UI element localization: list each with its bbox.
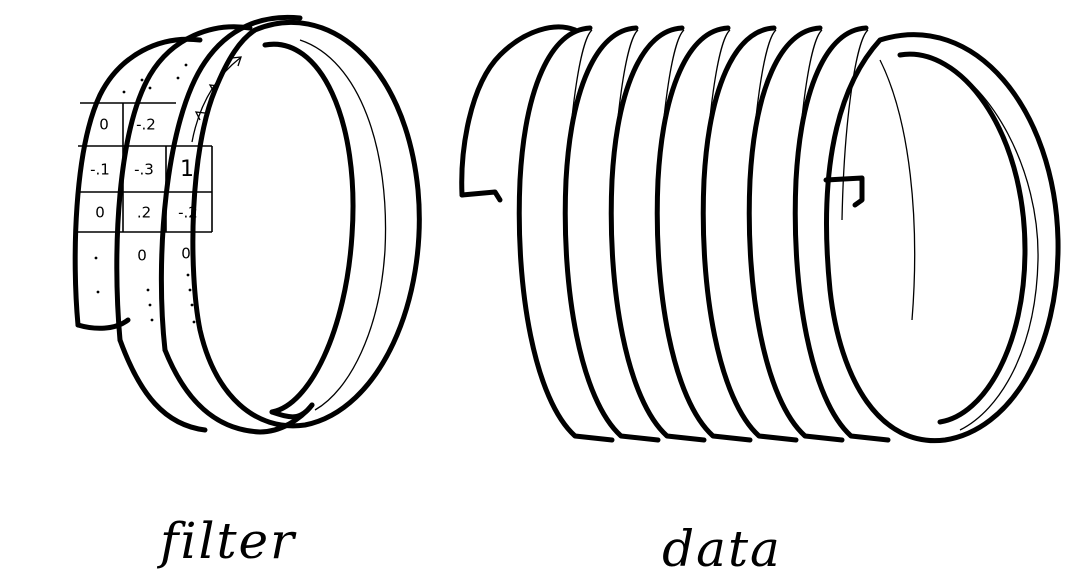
filter-loop-1-bottom <box>75 317 131 331</box>
data-loop-2 <box>562 25 661 443</box>
filter-cell-r1-c1: -.3 <box>134 161 154 179</box>
filter-front-ring-shade <box>299 39 387 411</box>
filter-cell-r2-c0: 0 <box>95 204 105 222</box>
filter-cells: 0 -.2 -.1 -.3 1 0 .2 -.2 0 0 <box>90 116 198 265</box>
filter-label: filter <box>156 512 297 570</box>
filter-cell-r1-c2: 1 <box>180 157 194 182</box>
data-front-ring-outer <box>824 32 1061 444</box>
data-loop-4 <box>654 25 753 443</box>
data-front-ring-shade <box>934 59 1039 431</box>
data-front-ring-inner <box>897 51 1028 425</box>
data-loop-7-shade <box>841 29 869 221</box>
data-loop-6 <box>746 25 845 443</box>
data-strip-start <box>459 24 578 198</box>
filter-cell-r0-c0: 0 <box>99 116 109 134</box>
filter-cell-r3-c1: 0 <box>137 247 147 265</box>
filter-cell-r2-c2: -.2 <box>178 204 198 222</box>
filter-cell-r2-c1: .2 <box>137 204 151 222</box>
filter-ring-band <box>269 402 315 420</box>
data-label: data <box>662 520 782 574</box>
filter-loop-2-bottom <box>117 337 208 433</box>
data-front-ring-shade-2 <box>879 59 916 321</box>
filter-cell-r0-c1: -.2 <box>136 116 156 134</box>
data-strip-start-cut <box>459 189 503 203</box>
data-loop-3 <box>608 25 707 443</box>
filter-loop-1-edge <box>72 36 203 328</box>
filter-front-ring-inner <box>262 41 356 415</box>
data-strip-end <box>823 175 865 208</box>
filter-loop-3-edge <box>158 14 303 353</box>
data-loop-7 <box>792 25 891 443</box>
data-loop-5 <box>700 25 799 443</box>
data-loops <box>516 25 891 443</box>
filter-rotation-arrows <box>191 56 242 143</box>
data-coil <box>459 24 1061 444</box>
data-loop-1 <box>516 25 615 443</box>
filter-coil: 0 -.2 -.1 -.3 1 0 .2 -.2 0 0 <box>72 14 422 435</box>
filter-grid-lines <box>78 102 213 233</box>
filter-front-ring-outer <box>190 19 422 429</box>
filter-loop-2-edge <box>114 24 253 343</box>
filter-cell-r1-c0: -.1 <box>90 161 110 179</box>
filter-loop-3-bottom <box>162 347 315 435</box>
filter-dots <box>94 63 196 324</box>
filter-cell-r3-c2: 0 <box>181 245 191 263</box>
